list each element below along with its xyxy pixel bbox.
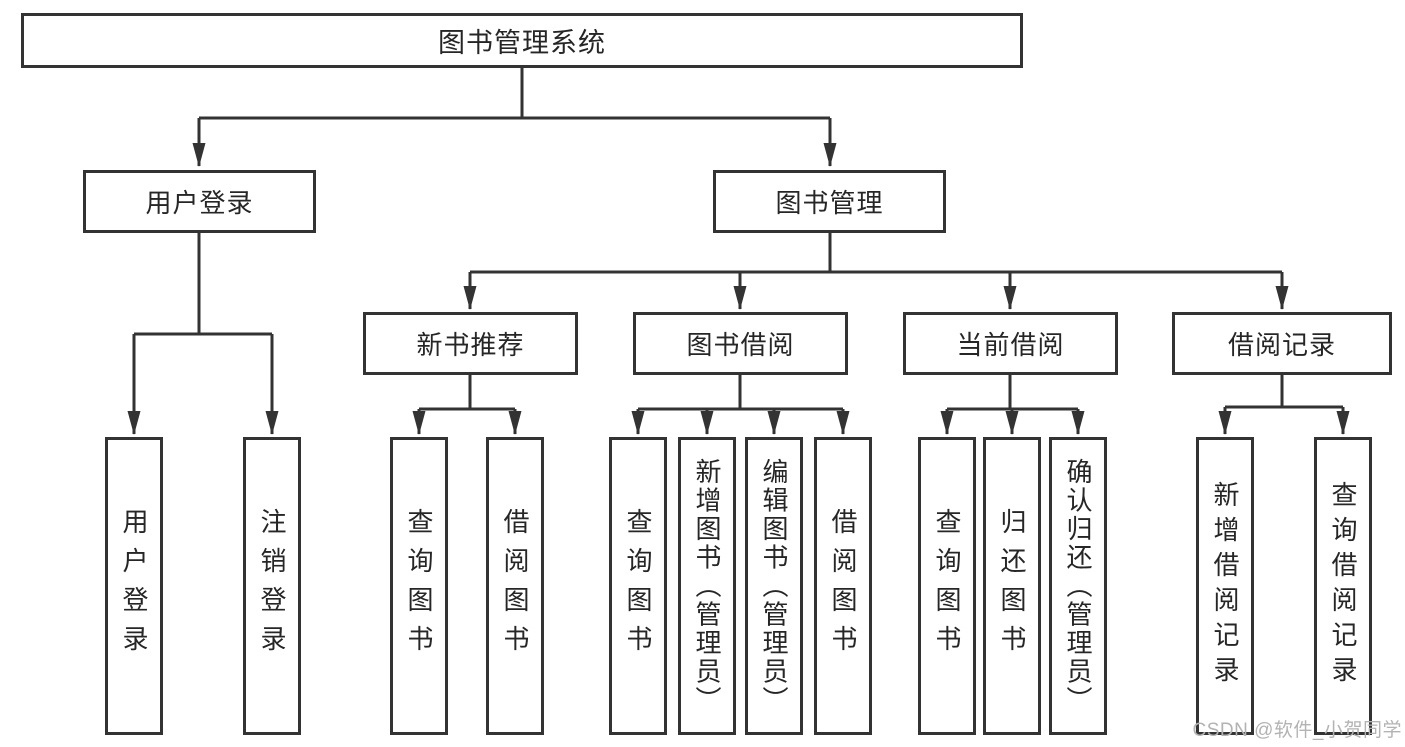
node-borrow-records-label: 借阅记录 xyxy=(1227,330,1336,360)
leaf-logout: 注销登录 xyxy=(243,437,301,735)
leaf-borrow-books-recommend: 借阅图书 xyxy=(486,437,544,735)
leaf-add-books-admin: 新增图书（管理员） xyxy=(678,437,736,735)
leaf-query-borrow-record-label: 查询借阅记录 xyxy=(1328,481,1358,691)
leaf-return-books-label: 归还图书 xyxy=(997,508,1027,664)
leaf-confirm-return-admin-label: 确认归还（管理员） xyxy=(1063,457,1093,715)
node-library-system: 图书管理系统 xyxy=(21,13,1023,68)
node-book-management: 图书管理 xyxy=(713,170,946,233)
leaf-query-borrow-record: 查询借阅记录 xyxy=(1314,437,1372,735)
leaf-query-books-recommend: 查询图书 xyxy=(390,437,448,735)
leaf-borrow-books-label: 借阅图书 xyxy=(828,508,858,664)
node-book-borrow: 图书借阅 xyxy=(633,312,848,375)
leaf-edit-books-admin-label: 编辑图书（管理员） xyxy=(759,457,789,715)
node-book-management-label: 图书管理 xyxy=(775,188,884,218)
leaf-query-books-recommend-label: 查询图书 xyxy=(404,508,434,664)
node-current-borrow-label: 当前借阅 xyxy=(956,330,1065,360)
leaf-borrow-books: 借阅图书 xyxy=(814,437,872,735)
watermark-text: CSDN @软件_小贺同学 xyxy=(1192,720,1402,741)
leaf-query-books-borrow: 查询图书 xyxy=(609,437,667,735)
leaf-query-books-current-label: 查询图书 xyxy=(932,508,962,664)
node-library-system-label: 图书管理系统 xyxy=(438,28,606,58)
leaf-confirm-return-admin: 确认归还（管理员） xyxy=(1049,437,1107,735)
leaf-query-books-current: 查询图书 xyxy=(918,437,976,735)
leaf-user-login: 用户登录 xyxy=(105,437,163,735)
node-user-login-label: 用户登录 xyxy=(145,188,254,218)
leaf-add-borrow-record-label: 新增借阅记录 xyxy=(1210,481,1240,691)
node-new-book-recommend-label: 新书推荐 xyxy=(416,330,525,360)
leaf-logout-label: 注销登录 xyxy=(257,508,287,664)
node-book-borrow-label: 图书借阅 xyxy=(686,330,795,360)
leaf-query-books-borrow-label: 查询图书 xyxy=(623,508,653,664)
leaf-add-borrow-record: 新增借阅记录 xyxy=(1196,437,1254,735)
leaf-return-books: 归还图书 xyxy=(983,437,1041,735)
leaf-edit-books-admin: 编辑图书（管理员） xyxy=(745,437,803,735)
node-user-login: 用户登录 xyxy=(83,170,316,233)
node-borrow-records: 借阅记录 xyxy=(1172,312,1392,375)
node-new-book-recommend: 新书推荐 xyxy=(363,312,578,375)
leaf-add-books-admin-label: 新增图书（管理员） xyxy=(692,457,722,715)
leaf-user-login-label: 用户登录 xyxy=(119,508,149,664)
leaf-borrow-books-recommend-label: 借阅图书 xyxy=(500,508,530,664)
node-current-borrow: 当前借阅 xyxy=(903,312,1118,375)
